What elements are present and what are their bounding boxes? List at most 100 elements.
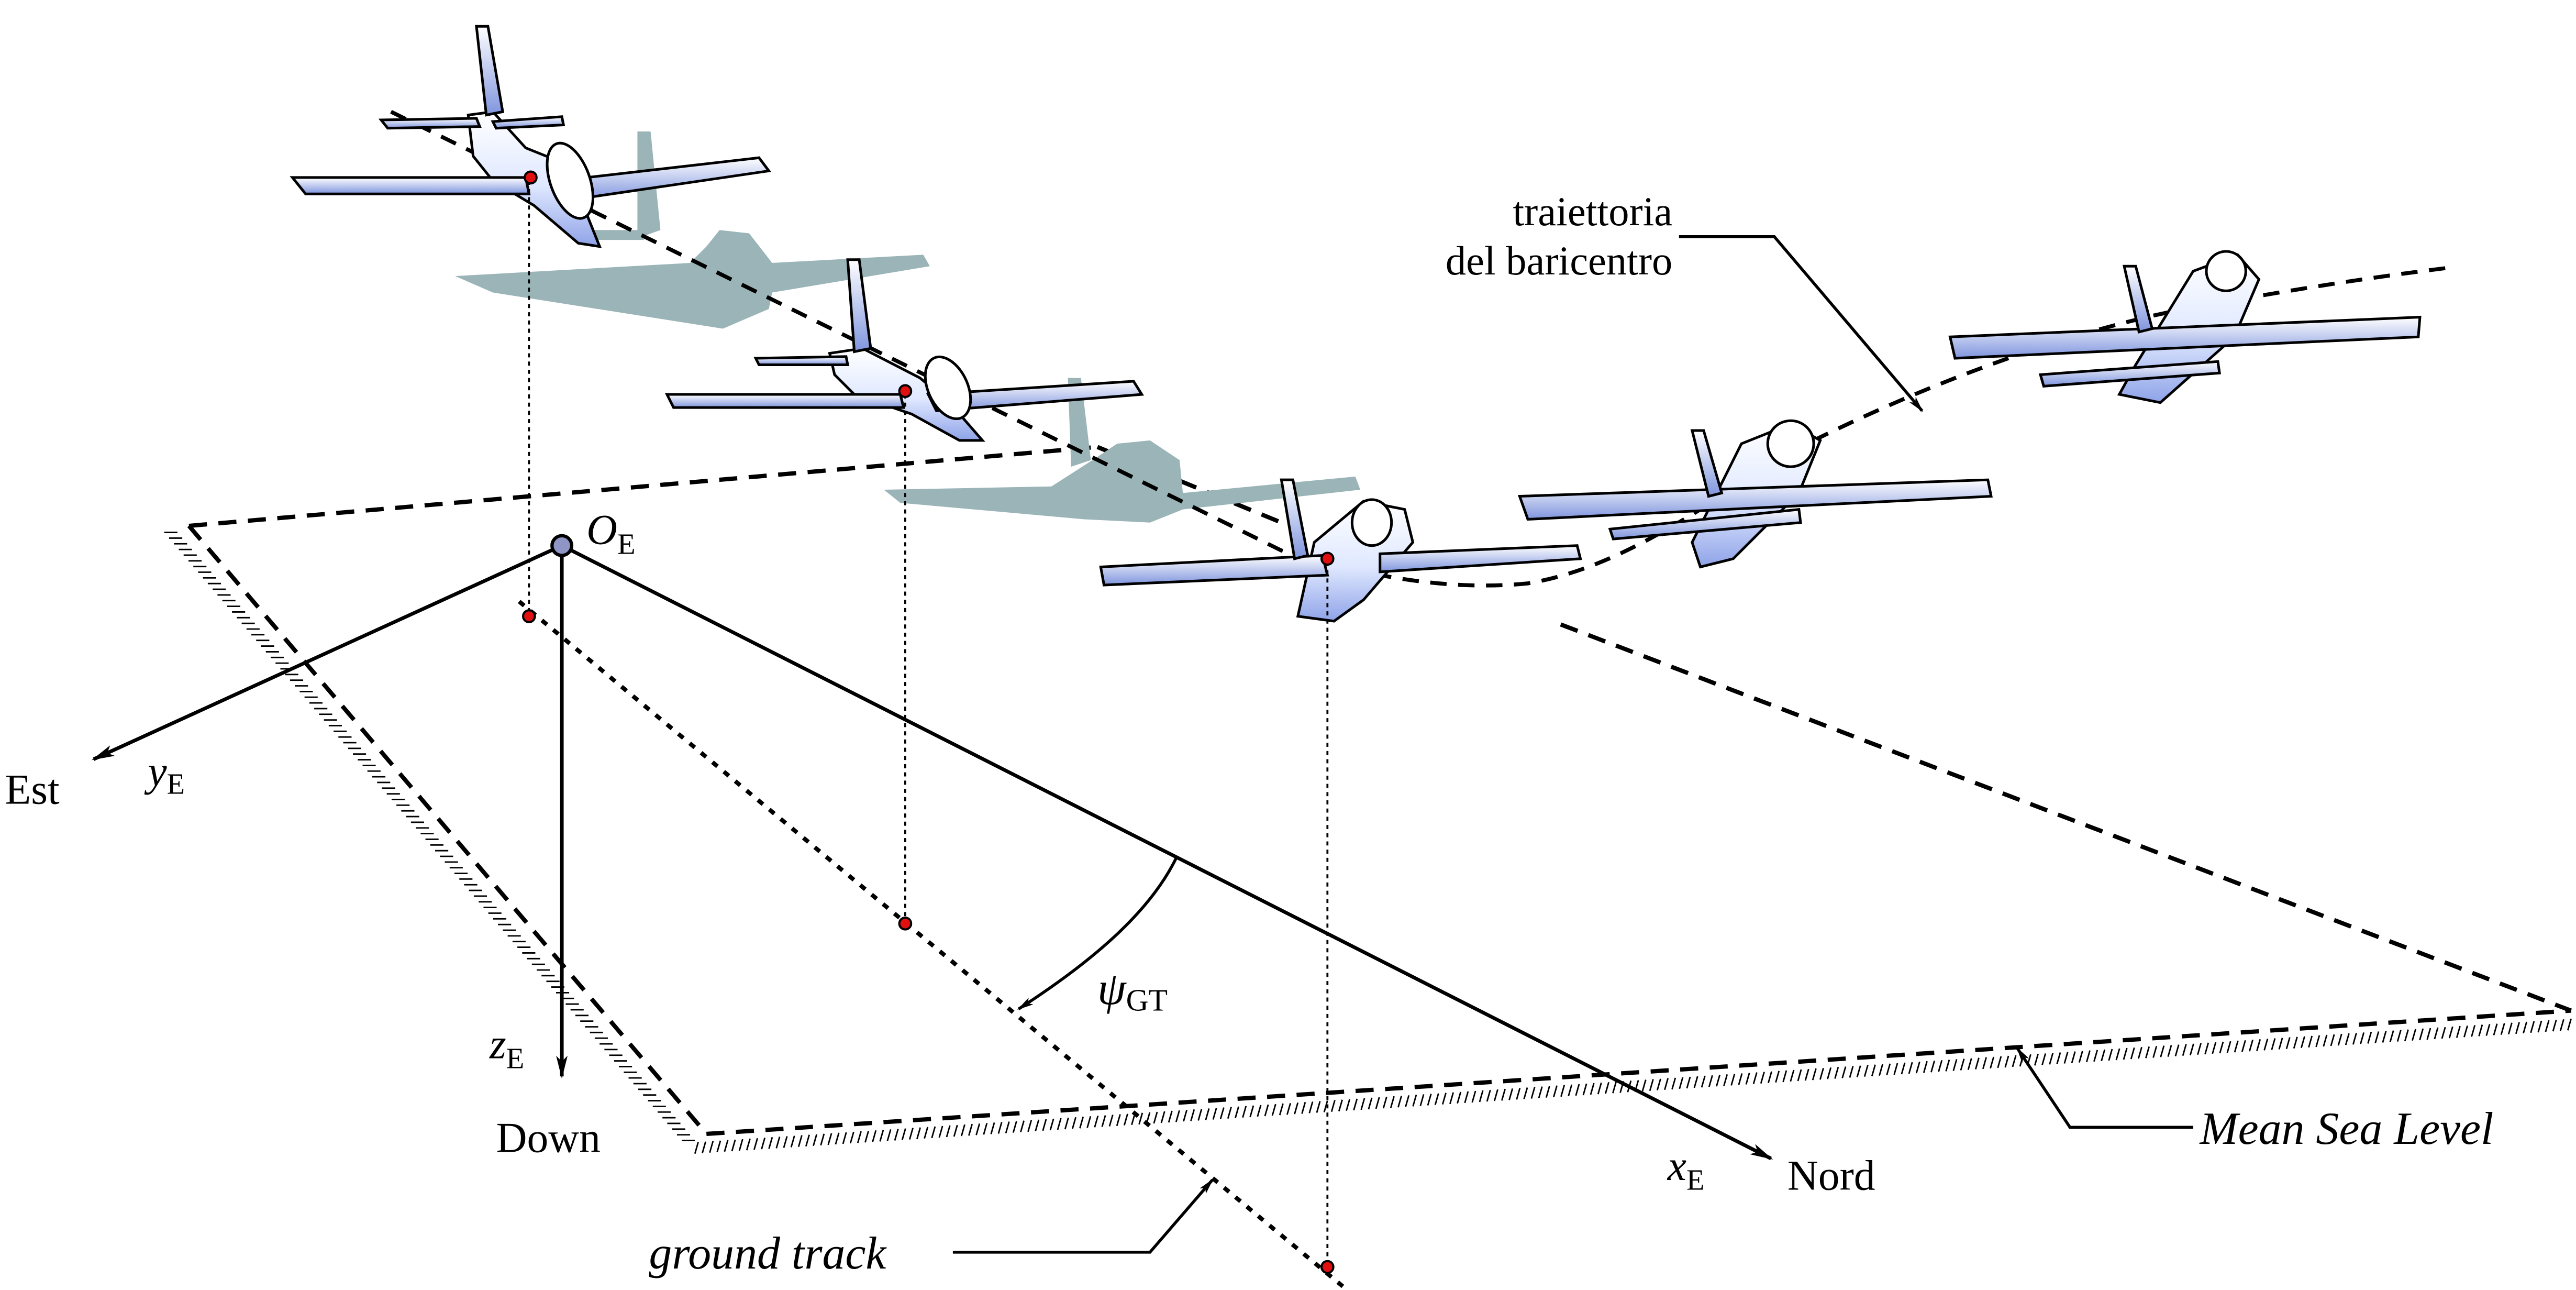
hatch-mark xyxy=(1094,1116,1099,1128)
z-axis-label: zE xyxy=(489,1020,524,1075)
hatch-mark xyxy=(916,1127,921,1140)
trajectory-label-line2: del baricentro xyxy=(1446,238,1672,283)
hatch-mark xyxy=(1552,1085,1558,1098)
x-axis-var: x xyxy=(1667,1142,1686,1189)
hatch-mark xyxy=(768,1137,773,1149)
hatch-mark xyxy=(1249,1105,1254,1118)
hatch-mark xyxy=(1175,1110,1180,1122)
hatch-mark xyxy=(2256,1039,2261,1051)
hatch-mark xyxy=(1671,1077,1676,1090)
msl-near-edge xyxy=(706,1008,2571,1136)
mean-sea-level-label: Mean Sea Level xyxy=(2199,1104,2493,1154)
hatch-mark xyxy=(1568,1084,1573,1097)
x-axis-sub: E xyxy=(1686,1164,1705,1197)
y-axis-sub: E xyxy=(167,768,185,800)
hatch-mark xyxy=(1286,1102,1291,1115)
hatch-mark xyxy=(1168,1110,1173,1123)
cg-trajectory xyxy=(390,109,2448,588)
hatch-mark xyxy=(1827,1067,1832,1079)
y-axis-direction-label: Est xyxy=(5,765,60,813)
hatch-mark xyxy=(1212,1108,1217,1120)
hatch-mark xyxy=(1952,1059,1958,1071)
hatch-mark xyxy=(2278,1038,2283,1050)
hatch-mark xyxy=(2330,1034,2335,1046)
hatch-mark xyxy=(1960,1059,1965,1071)
hatch-mark xyxy=(1160,1111,1165,1123)
hatch-mark xyxy=(2263,1039,2269,1051)
hatch-mark xyxy=(1308,1101,1314,1113)
x-axis-label: xE xyxy=(1667,1142,1705,1197)
hatch-mark xyxy=(1183,1109,1188,1122)
hatch-mark xyxy=(1782,1070,1787,1083)
hatch-mark xyxy=(1612,1081,1617,1094)
hatch-mark xyxy=(2463,1025,2469,1038)
hatch-mark xyxy=(1279,1103,1284,1116)
hatch-mark xyxy=(1027,1120,1032,1132)
hatch-mark xyxy=(1493,1089,1498,1101)
hatch-mark xyxy=(724,1140,729,1152)
hatch-mark xyxy=(2182,1044,2187,1056)
hatch-mark xyxy=(1079,1116,1084,1129)
hatch-mark xyxy=(953,1124,958,1137)
hatch-mark xyxy=(2004,1055,2009,1068)
hatch-mark xyxy=(1242,1106,1247,1118)
hatch-mark xyxy=(1708,1075,1713,1087)
hatch-mark xyxy=(1974,1057,1980,1070)
hatch-mark xyxy=(1219,1107,1225,1119)
hatch-mark xyxy=(2012,1055,2017,1067)
hatch-mark xyxy=(2507,1022,2513,1035)
hatch-mark xyxy=(709,1141,714,1153)
hatch-mark xyxy=(775,1136,781,1149)
hatch-mark xyxy=(1419,1094,1425,1106)
hatch-mark xyxy=(1656,1078,1661,1091)
hatch-mark xyxy=(2419,1028,2424,1041)
hatch-mark xyxy=(1441,1093,1447,1105)
hatch-mark xyxy=(2137,1046,2142,1059)
hatch-mark xyxy=(1360,1098,1365,1110)
hatch-mark xyxy=(2234,1040,2239,1053)
hatch-mark xyxy=(1716,1074,1721,1087)
hatch-mark xyxy=(2145,1046,2150,1059)
hatch-mark xyxy=(1597,1082,1602,1095)
hatch-mark xyxy=(1523,1087,1528,1099)
hatch-mark xyxy=(1316,1101,1321,1113)
hatch-mark xyxy=(2130,1047,2135,1060)
heading-angle-var: ψ xyxy=(1097,964,1127,1015)
hatch-mark xyxy=(983,1122,988,1135)
hatch-mark xyxy=(835,1132,840,1145)
hatch-mark xyxy=(1967,1058,1972,1070)
hatch-mark xyxy=(1057,1118,1062,1130)
hatch-mark xyxy=(1738,1073,1743,1085)
hatch-mark xyxy=(1382,1096,1387,1109)
hatch-mark xyxy=(2189,1043,2194,1056)
x-axis xyxy=(561,544,1773,1161)
hatch-mark xyxy=(2293,1037,2298,1049)
origin-label-main: O xyxy=(586,506,617,554)
hatch-mark xyxy=(1123,1113,1128,1126)
hatch-mark xyxy=(2337,1033,2342,1046)
hatch-mark xyxy=(1486,1089,1491,1102)
hatch-mark xyxy=(1471,1090,1476,1103)
hatch-mark xyxy=(2559,1019,2564,1031)
hatch-mark xyxy=(1560,1085,1565,1097)
hatch-mark xyxy=(2523,1021,2528,1034)
hatch-mark xyxy=(2078,1051,2083,1063)
hatch-mark xyxy=(2049,1053,2054,1065)
hatch-mark xyxy=(990,1122,995,1134)
hatch-mark xyxy=(1427,1094,1432,1106)
hatch-mark xyxy=(2382,1031,2387,1043)
hatch-mark xyxy=(1819,1067,1824,1080)
msl-left-edge xyxy=(187,524,708,1135)
hatch-mark xyxy=(1368,1097,1373,1110)
hatch-mark xyxy=(1294,1102,1299,1115)
hatch-mark xyxy=(1516,1087,1521,1100)
hatch-mark xyxy=(2471,1025,2476,1037)
hatch-mark xyxy=(797,1135,803,1147)
hatch-mark xyxy=(1479,1090,1484,1102)
hatch-mark xyxy=(2412,1029,2417,1041)
hatch-mark xyxy=(2426,1028,2431,1040)
hatch-mark xyxy=(2093,1050,2098,1062)
hatch-mark xyxy=(1457,1091,1462,1104)
hatch-mark xyxy=(1701,1075,1706,1088)
